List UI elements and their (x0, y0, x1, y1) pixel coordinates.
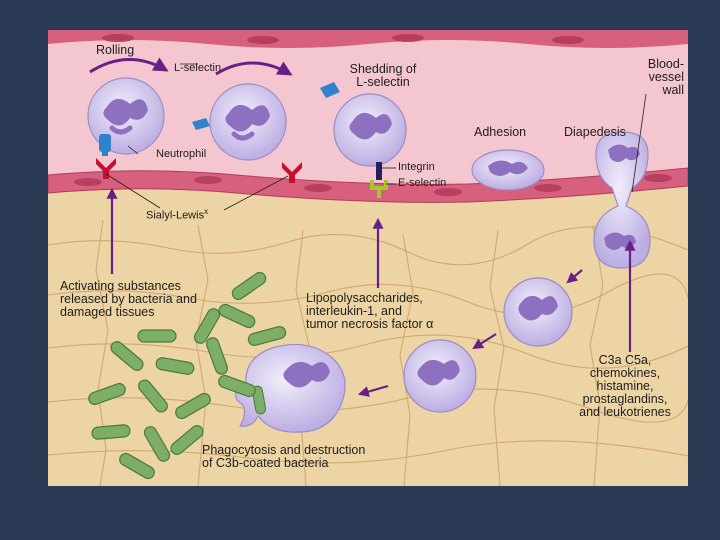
label-l-selectin: L-selectin (174, 62, 221, 74)
label-chemoattractants: C3a C5a, chemokines, histamine, prostagl… (570, 354, 680, 419)
label-e-selectin: E-selectin (398, 177, 446, 189)
label-integrin: Integrin (398, 161, 435, 173)
sialyl-lewis-text: Sialyl-Lewis (146, 210, 204, 222)
label-adhesion: Adhesion (474, 126, 526, 139)
label-lipopolysaccharides: Lipopolysaccharides, interleukin-1, and … (306, 292, 433, 331)
rolling-neutrophil-2 (210, 84, 286, 160)
tissue-neutrophil-1 (504, 278, 572, 346)
label-sialyl-lewis: Sialyl-Lewisx (146, 206, 208, 222)
adhesion-neutrophil (472, 150, 544, 190)
integrin-marker (376, 162, 382, 180)
label-neutrophil: Neutrophil (156, 148, 206, 160)
shedding-neutrophil (334, 94, 406, 166)
tissue-neutrophil-2 (404, 340, 476, 412)
label-rolling: Rolling (96, 44, 134, 57)
label-shedding-of-l-selectin: Shedding of L-selectin (338, 63, 428, 89)
label-blood-vessel-wall: Blood- vessel wall (618, 58, 684, 97)
label-diapedesis: Diapedesis (564, 126, 626, 139)
label-activating-substances: Activating substances released by bacter… (60, 280, 197, 319)
sialyl-lewis-superscript: x (204, 207, 208, 216)
label-phagocytosis: Phagocytosis and destruction of C3b-coat… (202, 444, 365, 470)
neutrophil-extravasation-diagram: Rolling L-selectin Shedding of L-selecti… (48, 30, 688, 486)
